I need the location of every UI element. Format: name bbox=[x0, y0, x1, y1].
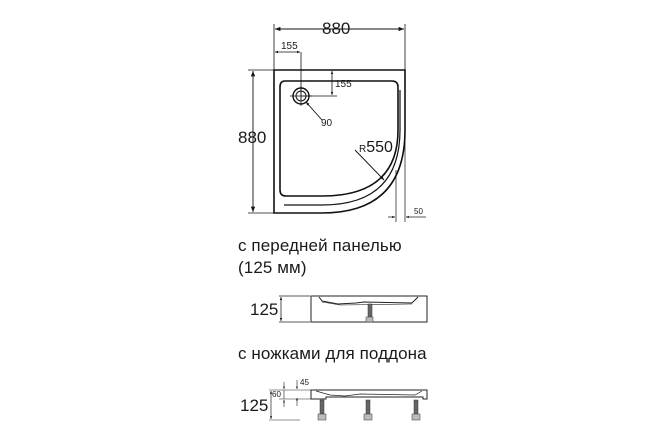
front-panel-side-view bbox=[279, 295, 428, 323]
radius-prefix: R bbox=[359, 144, 367, 155]
dim-drain-diameter-label: 90 bbox=[321, 118, 333, 129]
leg-middle bbox=[363, 399, 373, 421]
dim-90-leader bbox=[305, 101, 323, 121]
dim-drain-x-label: 155 bbox=[281, 41, 298, 52]
legs-total-height-label: 125 bbox=[240, 396, 269, 415]
tray-rim-curve bbox=[284, 90, 401, 206]
legs-side-view bbox=[269, 380, 428, 421]
dim-drain-y-label: 155 bbox=[335, 79, 352, 90]
dim-r550-leader bbox=[354, 149, 385, 181]
support-leg bbox=[367, 303, 373, 319]
tray-inner-outline bbox=[279, 80, 399, 197]
legs-caption: с ножками для поддона bbox=[238, 344, 427, 363]
front-panel-height-label: 125 bbox=[250, 300, 279, 319]
legs-height-45-label: 45 bbox=[300, 378, 309, 387]
dim-width-label: 880 bbox=[322, 19, 351, 38]
front-panel-caption-sub: (125 мм) bbox=[238, 258, 307, 277]
leg-right bbox=[411, 399, 421, 421]
radius-value: 550 bbox=[366, 139, 393, 156]
dim-rim-label: 50 bbox=[414, 207, 423, 216]
dim-depth-label: 880 bbox=[238, 128, 267, 147]
legs-height-60-label: 60 bbox=[272, 390, 281, 399]
top-view bbox=[248, 24, 426, 222]
tray-profile bbox=[310, 389, 428, 400]
front-panel-caption: с передней панелью bbox=[238, 236, 402, 255]
dim-radius-label: R550 bbox=[359, 140, 393, 156]
leg-left bbox=[317, 399, 327, 421]
